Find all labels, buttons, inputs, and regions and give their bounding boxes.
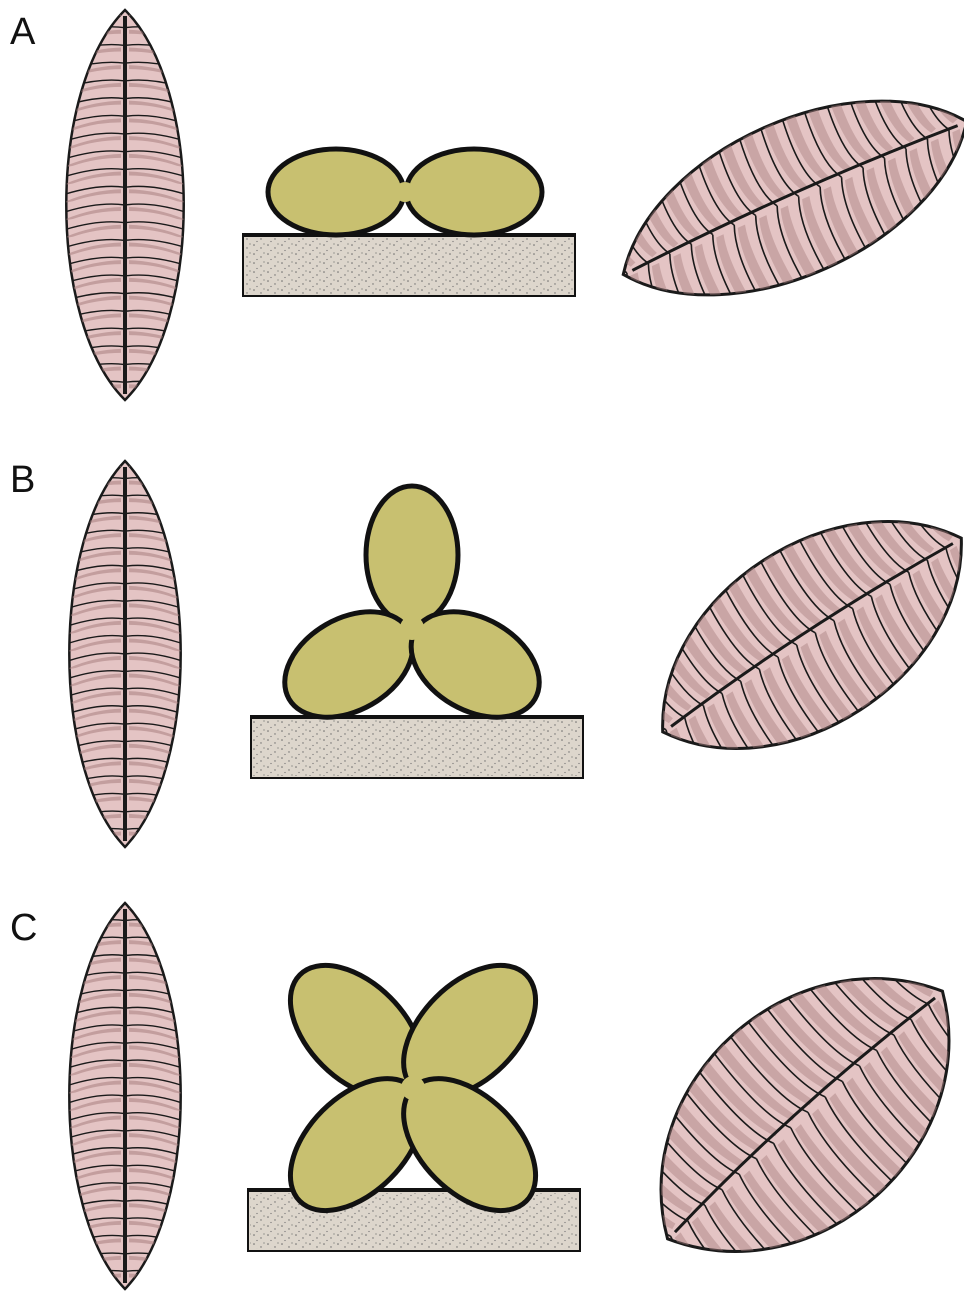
lobe bbox=[406, 149, 542, 235]
cross-section-b bbox=[251, 486, 583, 778]
frond-top-view-c bbox=[59, 902, 191, 1293]
lobe bbox=[366, 486, 458, 624]
cross-section-a bbox=[243, 149, 575, 296]
lobes-b bbox=[266, 486, 558, 739]
panel-b: B bbox=[10, 434, 964, 863]
cross-section-c bbox=[248, 941, 580, 1251]
frond-oblique-view-a bbox=[579, 25, 964, 366]
frond-oblique-view-b bbox=[596, 434, 964, 831]
frond-top-view-b bbox=[59, 460, 191, 863]
lobe-junction bbox=[400, 616, 424, 640]
frond-outline bbox=[614, 463, 964, 806]
panel-label-b: B bbox=[10, 459, 35, 501]
frond-top-view-a bbox=[55, 9, 194, 416]
panel-label-c: C bbox=[10, 907, 37, 949]
lobe-junction bbox=[395, 182, 415, 202]
lobe-junction bbox=[401, 1076, 425, 1100]
panel-a: A bbox=[10, 9, 964, 416]
frond-outline bbox=[595, 911, 964, 1293]
frond-oblique-view-c bbox=[571, 878, 964, 1293]
substrate-texture-a bbox=[245, 238, 573, 294]
panel-label-a: A bbox=[10, 11, 36, 53]
lobe bbox=[268, 149, 404, 235]
panel-c: C bbox=[10, 878, 964, 1293]
lobes-a bbox=[268, 149, 542, 235]
substrate-texture-b bbox=[253, 720, 581, 776]
